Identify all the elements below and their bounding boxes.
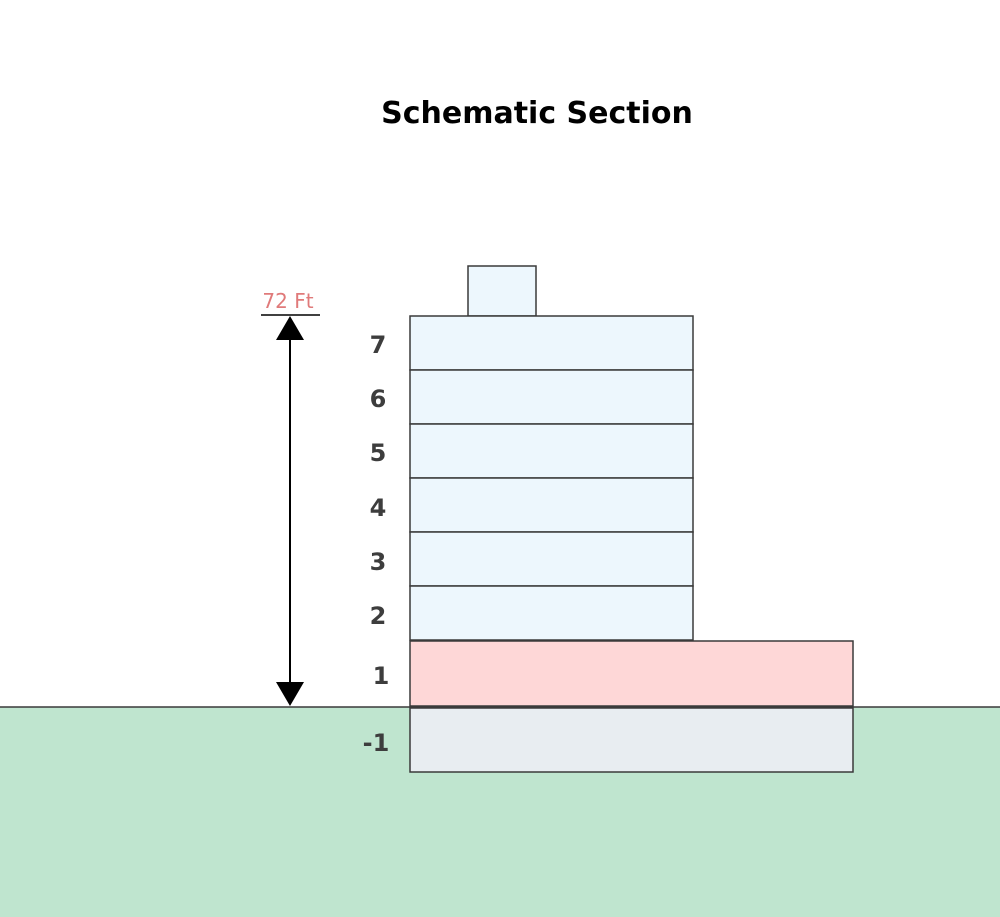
floor-7-block <box>409 315 694 371</box>
diagram-title: Schematic Section <box>381 96 693 131</box>
floor-1-block <box>409 640 854 707</box>
floor-6-block <box>409 369 694 425</box>
arrow-down-icon <box>276 682 304 706</box>
floor-label-5: 5 <box>370 439 387 467</box>
floor-basement-block <box>409 707 854 773</box>
floor-2-block <box>409 585 694 641</box>
floor-label-6: 6 <box>370 385 387 413</box>
floor-label-1: 1 <box>373 662 390 690</box>
floor-4-block <box>409 477 694 533</box>
height-label: 72 Ft <box>262 289 313 313</box>
floor-label-2: 2 <box>370 602 387 630</box>
floor-label-3: 3 <box>370 548 387 576</box>
floor-label-4: 4 <box>370 494 387 522</box>
floor-label-7: 7 <box>370 331 387 359</box>
floor-3-block <box>409 531 694 587</box>
floor-label-basement: -1 <box>363 729 390 757</box>
arrow-up-icon <box>276 316 304 340</box>
penthouse-block <box>467 265 537 317</box>
floor-5-block <box>409 423 694 479</box>
